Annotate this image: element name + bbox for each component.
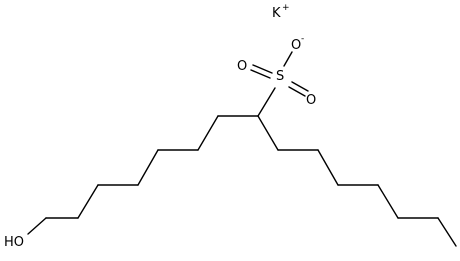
bond-c6-c7: [197, 115, 219, 151]
bond-s-o-right-a: [291, 81, 309, 92]
bond-c14-c15: [437, 217, 457, 247]
oxygen-top-charge: -: [301, 34, 304, 44]
bond-s-o-top: [283, 51, 293, 67]
oxygen-top-label: O: [291, 38, 301, 53]
bond-c4-c5: [137, 149, 159, 186]
bond-ho-c1: [27, 217, 47, 235]
potassium-charge: +: [282, 3, 290, 13]
bond-s-o-left-a: [252, 64, 273, 74]
potassium-label: K: [272, 6, 281, 21]
bond-s-o-left-b: [250, 69, 271, 79]
oxygen-left-label: O: [237, 59, 247, 74]
hydroxyl-label: HO: [4, 235, 24, 250]
bond-ch-c9: [257, 115, 279, 151]
oxygen-right-label: O: [306, 93, 316, 108]
sulfur-label: S: [276, 69, 284, 84]
bond-s-o-right-b: [288, 86, 306, 97]
bond-c12-c13: [377, 184, 399, 219]
bond-ch-s: [257, 87, 276, 117]
bond-c2-c3: [77, 184, 99, 219]
bond-c10-c11: [317, 149, 339, 186]
